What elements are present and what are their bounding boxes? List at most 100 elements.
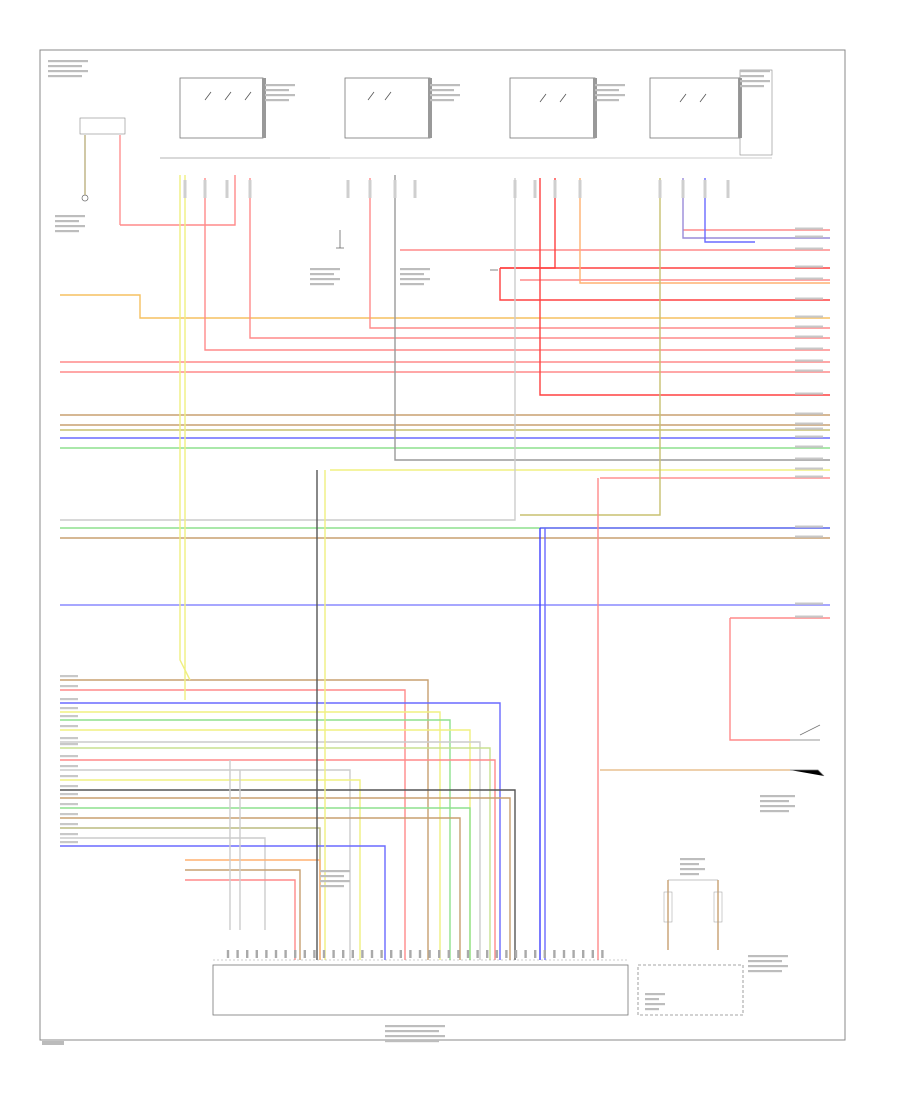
label-bar	[645, 998, 659, 1001]
ecu-pin	[226, 950, 230, 958]
connector-stub	[703, 180, 707, 198]
ecu-pin	[274, 950, 278, 958]
connector-stub	[658, 180, 662, 198]
label-bar	[400, 283, 424, 286]
label-bar	[740, 85, 764, 88]
ecu-pin	[476, 950, 479, 958]
diagram-frame	[39, 49, 846, 1041]
label-bar	[48, 70, 88, 73]
ground-symbols	[336, 230, 498, 271]
ecu-pin	[562, 950, 566, 958]
label-bar	[55, 225, 85, 228]
label-bar	[680, 873, 699, 876]
connector-stub	[393, 180, 397, 198]
label-bar	[48, 75, 82, 78]
label-bar	[740, 75, 764, 78]
label-bar	[320, 875, 344, 878]
label-bar	[320, 870, 350, 873]
label-bar	[760, 795, 795, 798]
wire-tag	[795, 445, 823, 448]
connector-stub	[413, 180, 417, 198]
wire-tag	[795, 325, 823, 328]
wire-tag	[795, 392, 823, 395]
ecu-pin	[294, 950, 297, 958]
connector-stub	[248, 180, 252, 198]
ecu-pin	[303, 950, 306, 958]
ecu-pin	[255, 950, 258, 958]
relay-box-2	[344, 77, 432, 139]
wire-tag	[795, 359, 823, 362]
wire-tag	[795, 412, 823, 415]
ecu-pin	[246, 950, 249, 958]
wire-tag	[795, 475, 823, 478]
wire-tag	[60, 813, 78, 816]
label-bar	[430, 84, 460, 87]
connector-stub	[681, 180, 685, 198]
ecu-pin	[591, 950, 594, 958]
wire-tag	[60, 737, 78, 740]
ecu-pin	[447, 950, 450, 958]
ecu-pin	[390, 950, 393, 958]
label-bar	[430, 99, 454, 102]
ecu-pin	[342, 950, 345, 958]
wire-tag	[795, 315, 823, 318]
wire-tag	[60, 775, 78, 778]
label-bar	[748, 965, 788, 968]
ecu-pin	[486, 950, 489, 958]
ecu-pin	[457, 950, 460, 958]
wire-tag	[795, 247, 823, 250]
ecu-connector	[212, 959, 629, 1016]
label-bar	[430, 89, 454, 92]
ecu-pin	[361, 950, 364, 958]
wire-tag	[795, 615, 823, 618]
wire-tag	[795, 265, 823, 268]
ecu-pin	[284, 950, 287, 958]
sensor-right	[790, 724, 825, 777]
wire-tag	[795, 457, 823, 460]
wire-tag	[795, 422, 823, 425]
connector-stub	[225, 180, 229, 198]
wire-tag	[795, 427, 823, 430]
sensor-top-left	[79, 117, 126, 225]
label-bar	[265, 89, 289, 92]
ecu-pin	[601, 950, 604, 958]
label-bar	[748, 970, 782, 973]
label-bar	[310, 283, 334, 286]
ecu-pin	[313, 950, 316, 958]
label-bar	[748, 955, 788, 958]
ecu-pin	[524, 950, 527, 958]
wire-tag	[60, 793, 78, 796]
label-bar	[595, 84, 625, 87]
ecu-pin	[332, 950, 335, 958]
display-unit	[637, 879, 744, 1016]
ecu-pin	[438, 950, 441, 958]
label-bar	[430, 94, 460, 97]
ecu-pin	[543, 950, 546, 958]
ecu-pin	[428, 950, 431, 958]
wire-tag	[795, 467, 823, 470]
label-bar	[645, 993, 665, 996]
wire-tag	[795, 535, 823, 538]
ecu-pin	[553, 950, 556, 958]
label-bars	[48, 60, 823, 1043]
ecu-pin	[505, 950, 508, 958]
wire-tag	[795, 277, 823, 280]
wire-tag	[60, 803, 78, 806]
label-bar	[400, 278, 430, 281]
connector-stub	[183, 180, 187, 198]
label-bar	[48, 65, 82, 68]
connector-stub	[553, 180, 557, 198]
label-bar	[55, 220, 79, 223]
ecu-pin	[572, 950, 575, 958]
drawing-code	[42, 1041, 64, 1045]
label-bar	[310, 268, 340, 271]
label-bar	[310, 278, 340, 281]
harness-horizontal	[60, 175, 830, 771]
wire-tag	[60, 707, 78, 710]
label-bar	[55, 215, 85, 218]
wire-tag	[60, 715, 78, 718]
label-bar	[265, 94, 295, 97]
wire-tag	[60, 698, 78, 701]
wire-tag	[60, 823, 78, 826]
